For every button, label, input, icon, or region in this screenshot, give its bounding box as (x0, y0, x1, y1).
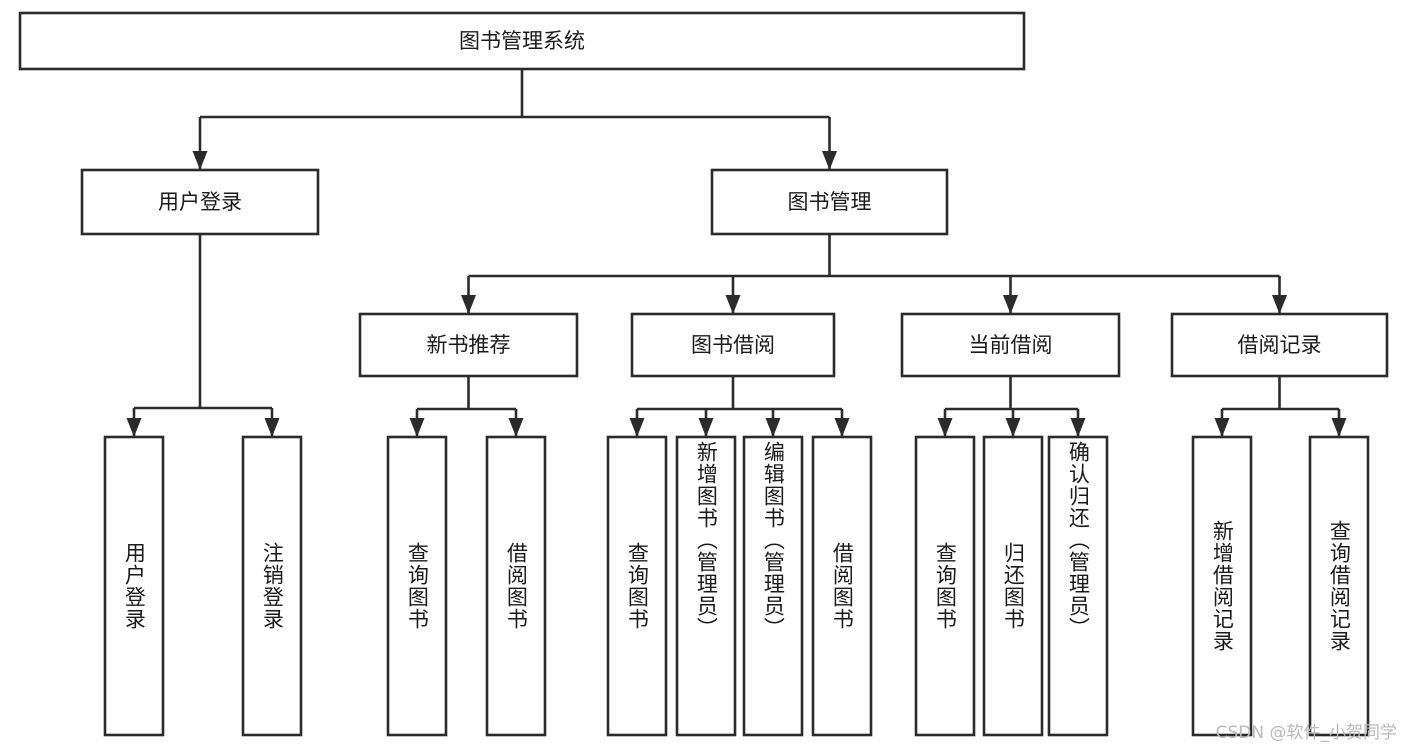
node-box-leaf-borrow-book[interactable] (811, 435, 873, 737)
node-box-leaf-query-book-borrow[interactable] (606, 435, 668, 737)
node-box-book-manage[interactable] (710, 168, 949, 236)
node-label-book-manage: 图书管理 (788, 190, 872, 214)
edge-layer (126, 69, 1347, 437)
node-box-leaf-query-book-rec[interactable] (386, 435, 448, 737)
node-label-current-borrow: 当前借阅 (969, 333, 1053, 357)
node-box-leaf-add-book-admin[interactable] (675, 435, 737, 737)
node-box-leaf-borrow-book-rec[interactable] (485, 435, 547, 737)
node-box-layer (18, 11, 1389, 737)
node-box-leaf-edit-book-admin[interactable] (742, 435, 804, 737)
node-box-leaf-confirm-return-admin[interactable] (1047, 435, 1109, 737)
node-label-new-book-rec: 新书推荐 (427, 333, 511, 357)
node-box-leaf-user-login[interactable] (103, 435, 165, 737)
node-box-new-book-rec[interactable] (358, 312, 579, 378)
node-box-book-borrow[interactable] (630, 312, 836, 378)
node-label-borrow-record: 借阅记录 (1238, 333, 1322, 357)
node-box-borrow-record[interactable] (1170, 312, 1389, 378)
node-box-leaf-add-borrow-record[interactable] (1191, 435, 1253, 737)
csdn-watermark: CSDN @软件_小贺同学 (1215, 723, 1397, 743)
node-box-user-login[interactable] (80, 168, 320, 236)
node-box-leaf-query-book-current[interactable] (914, 435, 976, 737)
node-box-root[interactable] (18, 11, 1026, 71)
node-label-user-login: 用户登录 (158, 190, 242, 214)
node-box-leaf-query-borrow-record[interactable] (1308, 435, 1370, 737)
node-label-book-borrow: 图书借阅 (691, 333, 775, 357)
node-box-leaf-logout[interactable] (241, 435, 303, 737)
node-box-leaf-return-book[interactable] (982, 435, 1044, 737)
node-box-current-borrow[interactable] (900, 312, 1121, 378)
node-label-root: 图书管理系统 (459, 29, 585, 53)
